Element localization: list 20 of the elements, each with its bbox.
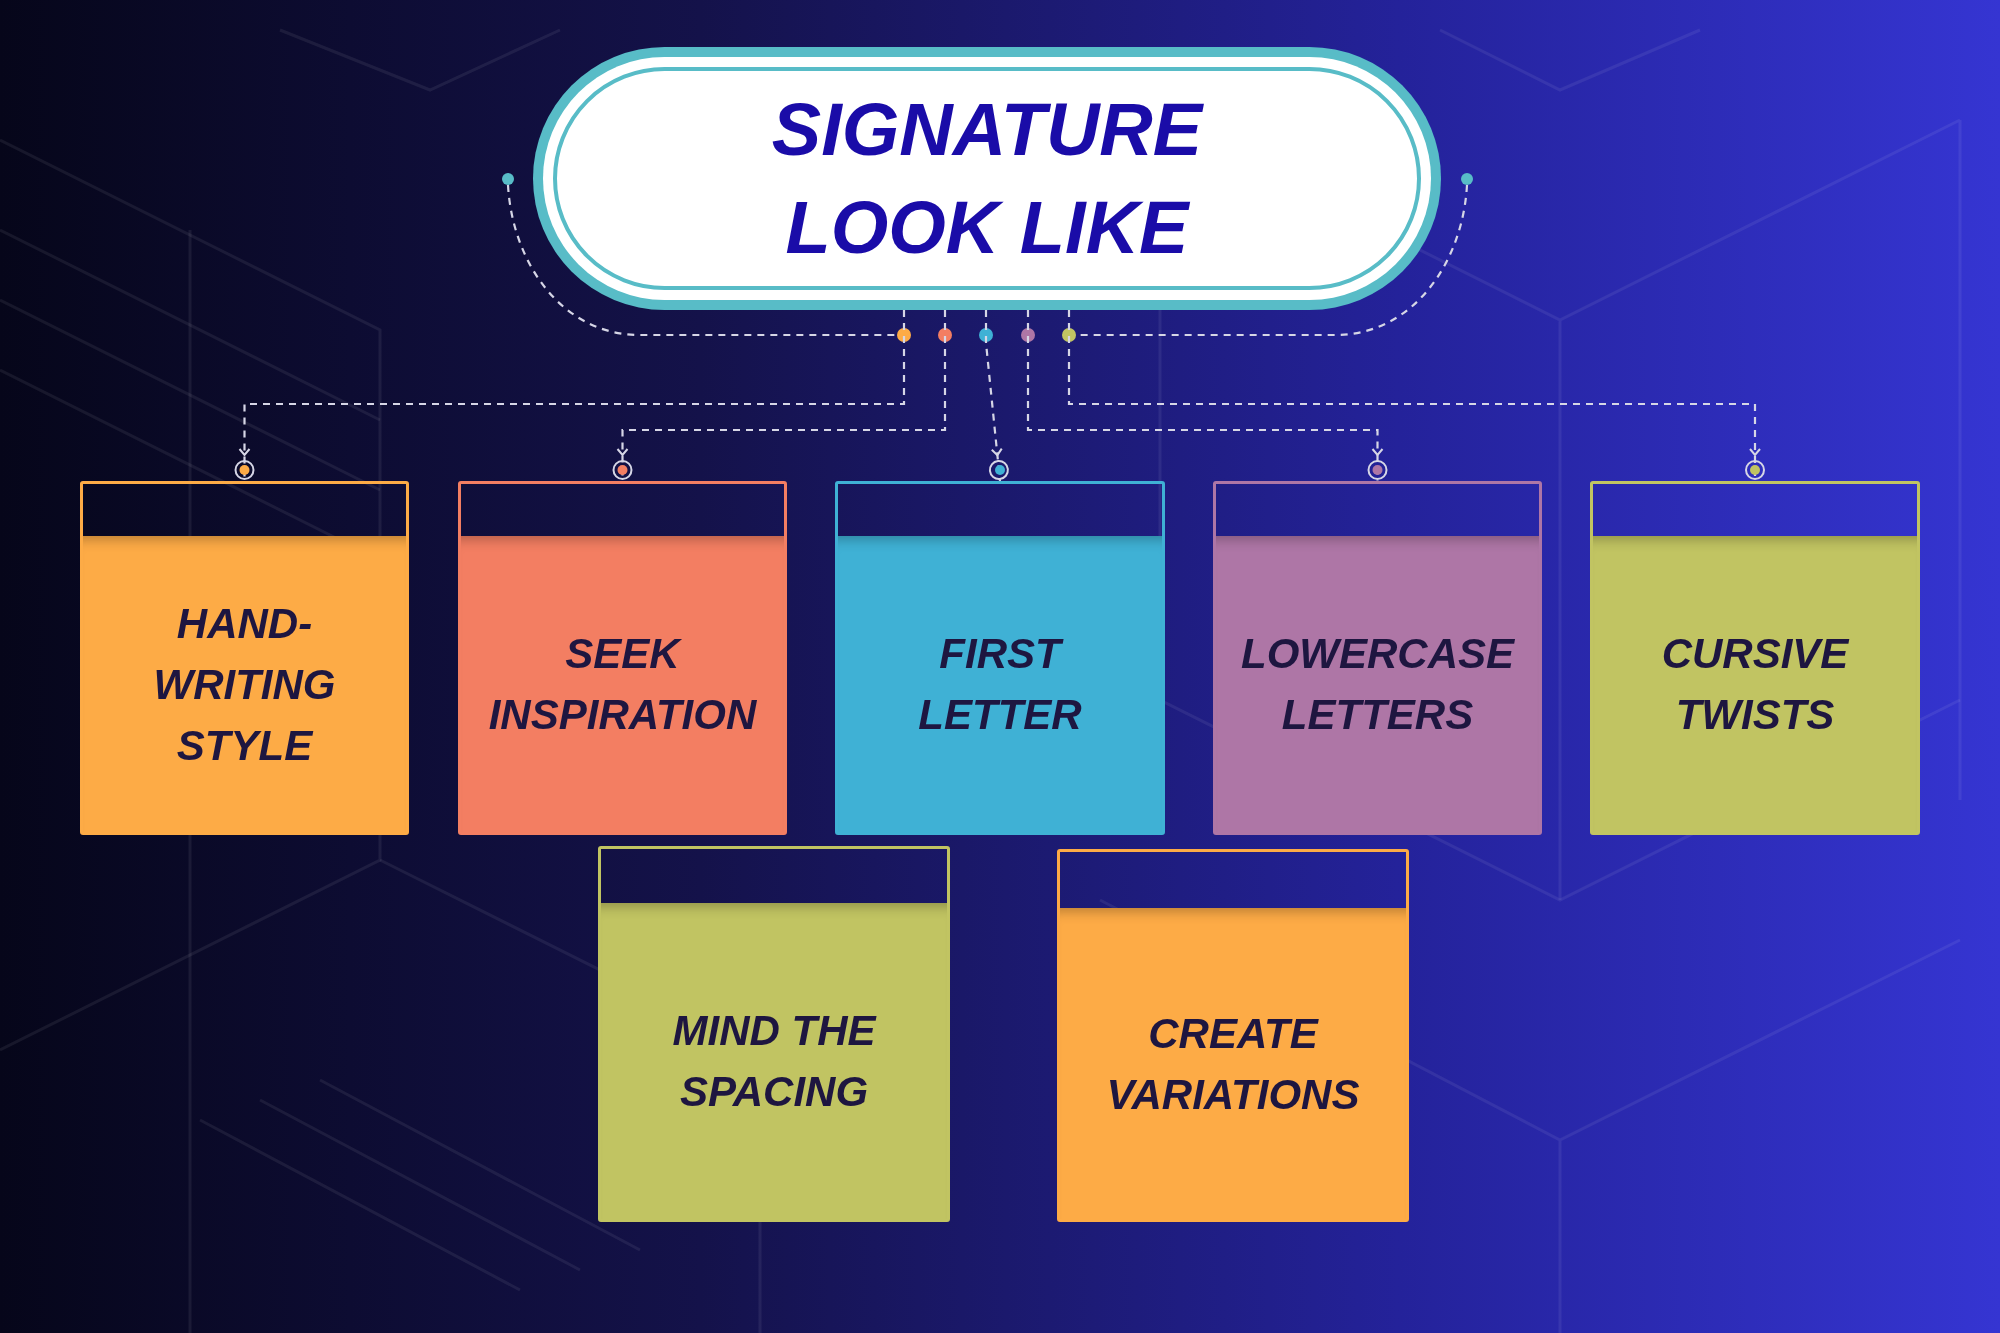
note-card [458,481,787,835]
card-label: SEEK INSPIRATION [487,629,758,740]
card-label: CREATE VARIATIONS [1105,1008,1361,1120]
dashed-arrow [984,310,1009,482]
dashed-arrow [1067,310,1765,481]
note-card [1590,481,1920,835]
card-label: HAND-WRITING STYLE [152,598,337,771]
dashed-arrow [1026,310,1388,481]
card-label: CURSIVE TWISTS [1660,629,1851,740]
card-label: MIND THE SPACING [671,1006,878,1117]
dashed-arrow [234,310,906,481]
note-card [80,481,409,835]
card-label: FIRST LETTER [917,629,1083,740]
note-card [598,846,950,1222]
note-card [1057,849,1409,1222]
title-text: SIGNATURE LOOK LIKE [770,86,1205,271]
dashed-arrow [612,310,947,481]
card-label: LOWERCASE LETTERS [1240,629,1516,740]
note-card [835,481,1165,835]
note-card [1213,481,1542,835]
